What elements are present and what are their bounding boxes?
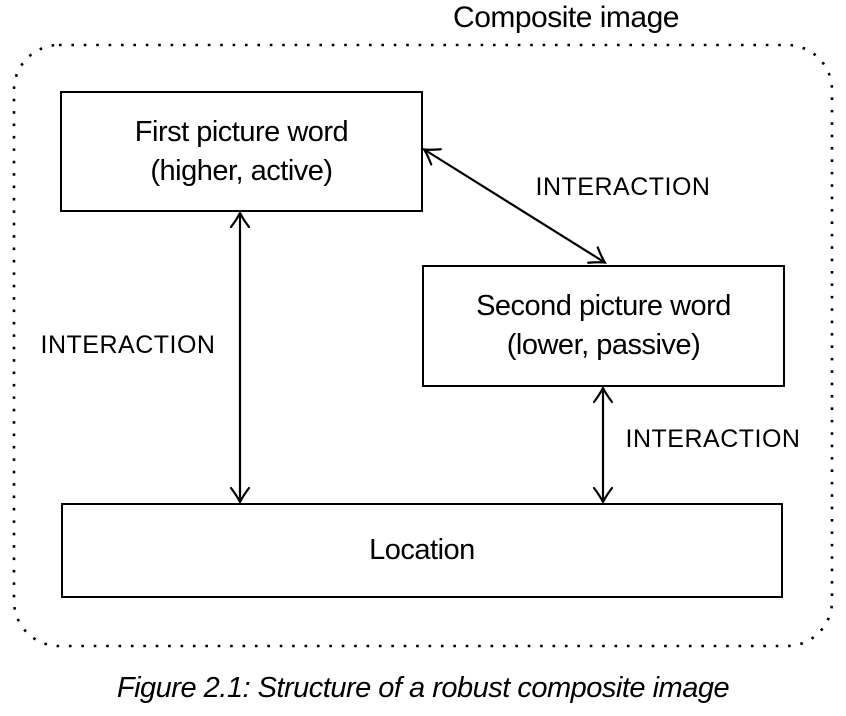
location-label: Location <box>369 534 475 566</box>
arrow-first-second <box>422 148 607 264</box>
diagram-title: Composite image <box>453 1 679 34</box>
figure-caption: Figure 2.1: Structure of a robust compos… <box>116 672 730 704</box>
first-picture-word-line2: (higher, active) <box>150 154 333 187</box>
second-picture-word-box: Second picture word (lower, passive) <box>422 265 785 387</box>
location-box: Location <box>61 503 783 598</box>
second-picture-word-line2: (lower, passive) <box>506 329 701 361</box>
interaction-label-first-second: INTERACTION <box>535 173 711 201</box>
first-picture-word-box: First picture word (higher, active) <box>60 91 423 212</box>
interaction-label-first-location: INTERACTION <box>40 331 216 359</box>
second-picture-word-line1: Second picture word <box>476 290 731 322</box>
interaction-label-second-location: INTERACTION <box>625 425 801 453</box>
dotted-boundary <box>12 43 834 648</box>
first-picture-word-line1: First picture word <box>134 115 349 148</box>
